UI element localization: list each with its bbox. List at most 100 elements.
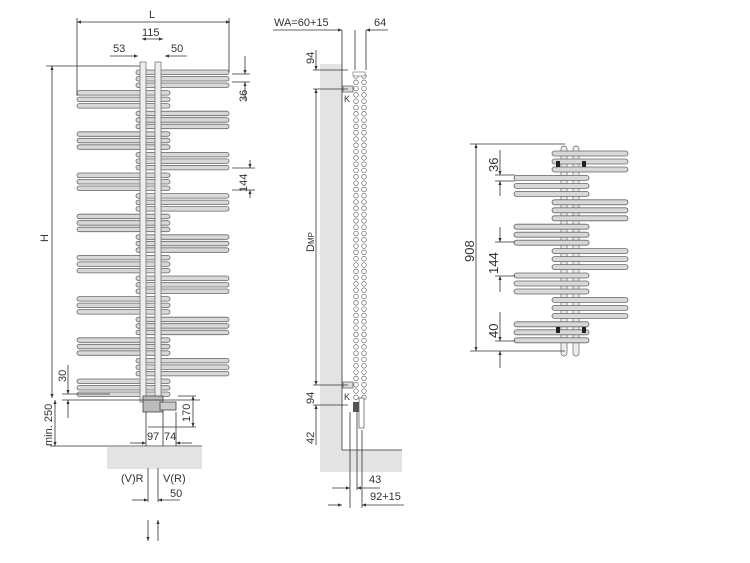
- front-bars: [76, 69, 230, 397]
- tube-section: [361, 193, 367, 199]
- tube-section: [353, 388, 359, 394]
- tube-section: [361, 111, 367, 117]
- tube-section: [361, 174, 367, 180]
- tube-section: [361, 382, 367, 388]
- tube-section: [353, 300, 359, 306]
- tube-section: [353, 369, 359, 375]
- radiator-bar: [135, 288, 230, 294]
- tube-section: [353, 111, 359, 117]
- dim-40-small: 40: [486, 324, 501, 338]
- tube-section: [353, 262, 359, 268]
- dim-36-small: 36: [486, 158, 501, 172]
- tube-section: [361, 142, 367, 148]
- tube-section: [361, 136, 367, 142]
- compact-bars: [513, 150, 629, 344]
- tube-section: [353, 211, 359, 218]
- radiator-bar: [76, 96, 171, 102]
- radiator-bar: [551, 199, 629, 206]
- radiator-bar: [513, 329, 590, 336]
- radiator-bar: [76, 337, 171, 343]
- radiator-bar: [513, 190, 590, 197]
- tube-section: [361, 388, 367, 394]
- side-tubes: [353, 73, 367, 400]
- dim-908: 908: [462, 240, 477, 262]
- tube-section: [353, 180, 359, 186]
- tube-section: [361, 205, 367, 211]
- tube-section: [361, 79, 367, 85]
- tube-section: [353, 375, 359, 382]
- tube-section: [353, 85, 359, 92]
- radiator-bar: [76, 131, 171, 137]
- tube-section: [361, 331, 367, 337]
- side-valve: [353, 402, 363, 412]
- radiator-bar: [135, 82, 230, 88]
- dim-H: H: [39, 234, 51, 242]
- tube-section: [353, 218, 359, 224]
- tube-section: [353, 312, 359, 319]
- tube-section: [361, 369, 367, 375]
- dim-92-15: 92+15: [370, 491, 401, 503]
- tube-section: [361, 350, 367, 356]
- tube-section: [353, 325, 359, 331]
- tube-section: [353, 382, 359, 388]
- side-view: WA=60+15 64 K K 94 DMP 94 42 43 92+15: [273, 17, 404, 508]
- radiator-bar: [551, 215, 629, 222]
- tube-section: [361, 92, 367, 98]
- radiator-bar: [513, 288, 590, 295]
- tube-section: [353, 268, 359, 274]
- tube-section: [361, 337, 367, 344]
- floor-block: [107, 447, 202, 469]
- tube-section: [353, 293, 359, 300]
- radiator-bar: [135, 69, 230, 75]
- tube-section: [361, 249, 367, 256]
- tube-section: [353, 79, 359, 85]
- tube-section: [353, 174, 359, 180]
- dim-30: 30: [57, 370, 69, 382]
- radiator-bar: [551, 207, 629, 214]
- radiator-bar: [76, 172, 171, 178]
- dim-36: 36: [238, 90, 250, 102]
- tube-section: [361, 117, 367, 123]
- radiator-bar: [551, 248, 629, 255]
- tube-section: [353, 344, 359, 350]
- tube-section: [361, 155, 367, 161]
- tube-section: [361, 161, 367, 167]
- tube-section: [361, 256, 367, 262]
- dim-97: 97: [147, 431, 159, 443]
- tube-section: [353, 104, 359, 111]
- tube-section: [353, 92, 359, 98]
- dim-L: L: [149, 9, 155, 21]
- radiator-bar: [76, 185, 171, 191]
- radiator-bar: [76, 220, 171, 226]
- tube-section: [353, 306, 359, 312]
- tube-section: [361, 218, 367, 224]
- dim-42: 42: [305, 432, 317, 444]
- compact-model-view: 908 36 144 40: [462, 143, 629, 368]
- wall: [320, 64, 342, 472]
- radiator-bar: [513, 337, 590, 344]
- dim-94-top: 94: [305, 52, 317, 64]
- dim-43: 43: [369, 474, 381, 486]
- tube-section: [361, 211, 367, 218]
- radiator-bar: [513, 182, 590, 189]
- tube-section: [353, 319, 359, 325]
- radiator-bar: [135, 234, 230, 240]
- tube-section: [353, 356, 359, 363]
- tube-section: [353, 117, 359, 123]
- front-view: L 115 53 50 36 144 H 30 min. 250 170 97 …: [39, 9, 255, 541]
- radiator-bar: [513, 174, 590, 181]
- radiator-bar: [76, 137, 171, 144]
- tube-section: [353, 205, 359, 211]
- radiator-bar: [513, 280, 590, 287]
- radiator-bar: [135, 316, 230, 323]
- tube-section: [353, 331, 359, 337]
- radiator-bar: [551, 304, 629, 311]
- tube-section: [361, 325, 367, 331]
- radiator-bar: [76, 254, 171, 261]
- tube-section: [361, 356, 367, 363]
- tube-section: [361, 300, 367, 306]
- radiator-bar: [76, 267, 171, 274]
- tube-section: [361, 130, 367, 136]
- radiator-bar: [76, 378, 171, 384]
- tube-section: [361, 186, 367, 193]
